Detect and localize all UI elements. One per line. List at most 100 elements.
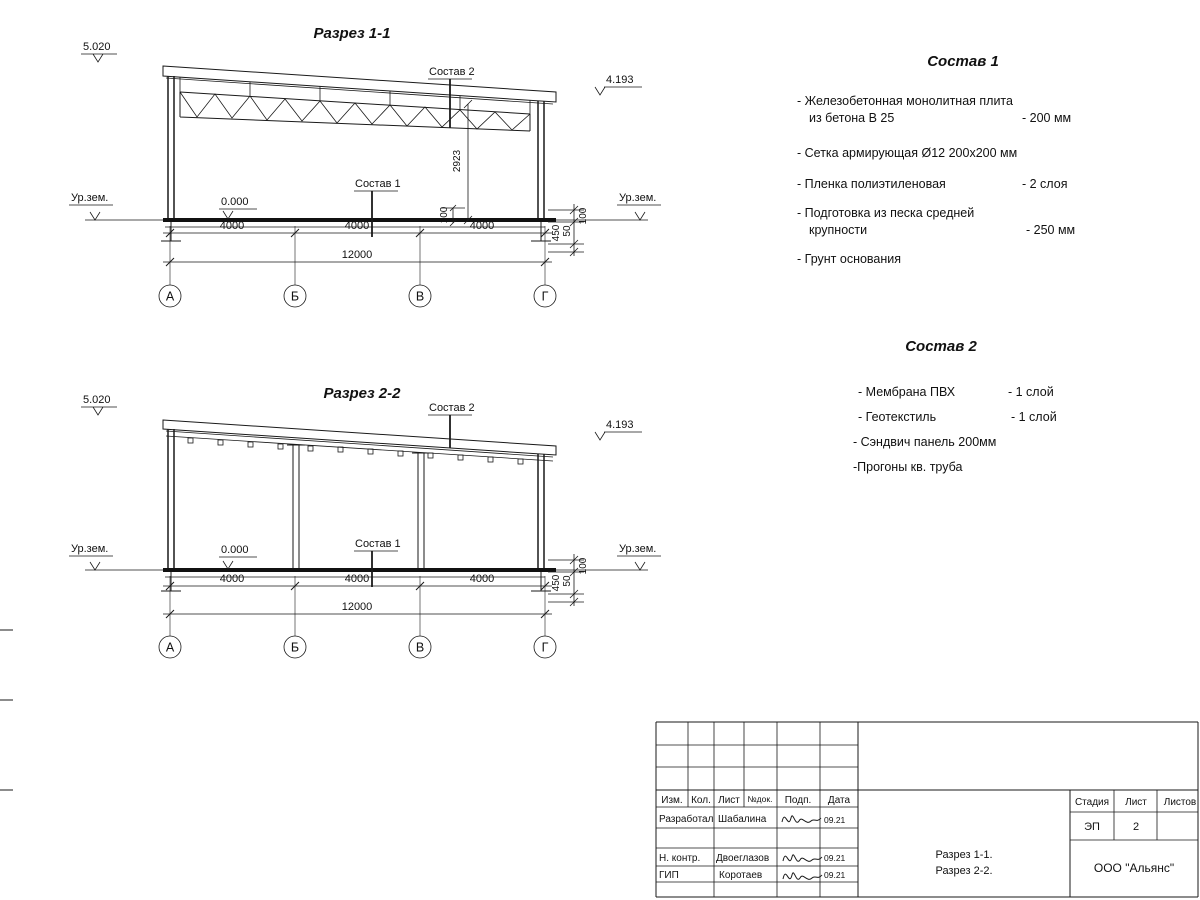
sheet-value: 2	[1133, 821, 1139, 833]
sostav1-list: Состав 1 - Железобетонная монолитная пли…	[797, 53, 1075, 266]
dim-bay1: 4000	[220, 573, 244, 585]
elev-mark-top: 5.020	[81, 394, 117, 416]
leader-sostav2-label: Состав 2	[429, 66, 475, 78]
floor-slab	[163, 218, 556, 222]
roof-slab	[162, 419, 557, 456]
interior-columns	[287, 444, 430, 570]
list-item: - Пленка полиэтиленовая	[797, 177, 946, 191]
truss-posts	[179, 77, 531, 114]
list-item: -Прогоны кв. труба	[853, 460, 963, 474]
signature-shabalina	[781, 815, 822, 823]
elev-mark-low: 4.193	[594, 419, 642, 441]
dim-total: 12000	[342, 249, 373, 261]
list-item-value: - 1 слой	[1008, 385, 1054, 399]
list-item: - Мембрана ПВХ	[858, 385, 956, 399]
roof-truss	[179, 91, 531, 132]
list-item: - Подготовка из песка средней	[797, 206, 974, 220]
row-name: Коротаев	[719, 870, 762, 881]
ground-label: Ур.зем.	[71, 192, 108, 204]
row-date: 09.21	[824, 853, 846, 863]
left-wall	[167, 76, 175, 220]
list-item: - Сетка армирующая Ø12 200x200 мм	[797, 146, 1017, 160]
stage-value: ЭП	[1084, 821, 1100, 833]
leader-sostav2-label: Состав 2	[429, 402, 475, 414]
ground-label: Ур.зем.	[619, 543, 656, 555]
axis-v: В	[416, 641, 424, 655]
dim-100-value: 100	[578, 207, 589, 224]
axis-v: В	[416, 290, 424, 304]
row-role: Н. контр.	[659, 853, 700, 864]
section-1-1: Разрез 1-1 5.020 4.193 0.000	[69, 25, 661, 308]
dim-total: 12000	[342, 601, 373, 613]
left-wall	[167, 429, 175, 570]
list-item: из бетона В 25	[809, 111, 894, 125]
ground-mark-left: Ур.зем.	[69, 192, 113, 221]
leader-sostav1: Состав 1	[354, 178, 401, 237]
leader-sostav1-label: Состав 1	[355, 538, 401, 550]
dim-bay2: 4000	[345, 220, 369, 232]
axis-bubbles: А Б В Г	[158, 284, 557, 308]
elev-top-value: 5.020	[83, 394, 111, 406]
dim-height-value: 2923	[452, 149, 463, 172]
sostav2-title: Состав 2	[905, 338, 977, 355]
axis-g: Г	[542, 290, 549, 304]
elev-low-value: 4.193	[606, 419, 634, 431]
sheet-frame-ticks	[0, 629, 13, 791]
row-role: ГИП	[659, 870, 679, 881]
dim-right-cluster: 100 450 50	[548, 204, 589, 257]
leader-sostav1-label: Состав 1	[355, 178, 401, 190]
dim-bay3: 4000	[470, 573, 494, 585]
sandwich-panel	[165, 430, 554, 462]
doc-title-line1: Разрез 1-1.	[935, 849, 992, 861]
signature-korotaev	[782, 872, 823, 880]
leader-sostav2: Состав 2	[428, 66, 475, 128]
row-date: 09.21	[824, 815, 846, 825]
ground-label: Ур.зем.	[71, 543, 108, 555]
doc-title-line2: Разрез 2-2.	[935, 865, 992, 877]
elev-mark-low: 4.193	[594, 74, 642, 96]
axis-a: А	[166, 290, 175, 304]
roof-slab	[162, 65, 557, 103]
dim-bay2: 4000	[345, 573, 369, 585]
col-kol: Кол.	[691, 795, 711, 806]
axis-a: А	[166, 641, 175, 655]
leader-sostav2: Состав 2	[428, 402, 475, 448]
list-item: - Сэндвич панель 200мм	[853, 435, 996, 449]
floor-slab	[163, 568, 556, 572]
sheets-label: Листов	[1164, 797, 1197, 808]
row-date: 09.21	[824, 870, 846, 880]
dim-50-value: 50	[562, 575, 573, 587]
list-item-value: - 1 слой	[1011, 410, 1057, 424]
title-block: Изм. Кол. Лист №док. Подп. Дата Разработ…	[655, 721, 1199, 898]
axis-bubbles: А Б В Г	[158, 635, 557, 659]
ground-mark-right: Ур.зем.	[617, 192, 661, 221]
dim-bay1: 4000	[220, 220, 244, 232]
dim-450-value: 450	[551, 224, 562, 241]
dim-lines: 4000 4000 4000 12000	[163, 220, 552, 285]
elev-mark-zero: 0.000	[219, 544, 257, 570]
ground-label: Ур.зем.	[619, 192, 656, 204]
list-item: - Геотекстиль	[858, 410, 936, 424]
ground-line	[85, 569, 648, 578]
right-wall	[537, 454, 545, 570]
purlins	[187, 437, 524, 465]
right-wall	[537, 101, 545, 220]
col-ndok: №док.	[748, 794, 773, 804]
dim-50-value: 50	[562, 225, 573, 237]
sostav2-list: Состав 2 - Мембрана ПВХ - 1 слой - Геоте…	[853, 338, 1057, 474]
row-name: Шабалина	[718, 813, 767, 825]
foundations	[161, 572, 551, 592]
section2-title: Разрез 2-2	[323, 385, 401, 402]
dim-floor-100: 100	[439, 204, 465, 227]
section-2-2: Разрез 2-2 5.020 4.193	[69, 385, 661, 659]
axis-b: Б	[291, 641, 299, 655]
list-item: крупности	[809, 223, 867, 237]
sheet-label: Лист	[1125, 797, 1147, 808]
dim-450-value: 450	[551, 574, 562, 591]
col-izm: Изм.	[661, 795, 682, 806]
axis-g: Г	[542, 641, 549, 655]
elev-mark-zero: 0.000	[219, 196, 257, 220]
dim-100-value: 100	[439, 206, 450, 223]
